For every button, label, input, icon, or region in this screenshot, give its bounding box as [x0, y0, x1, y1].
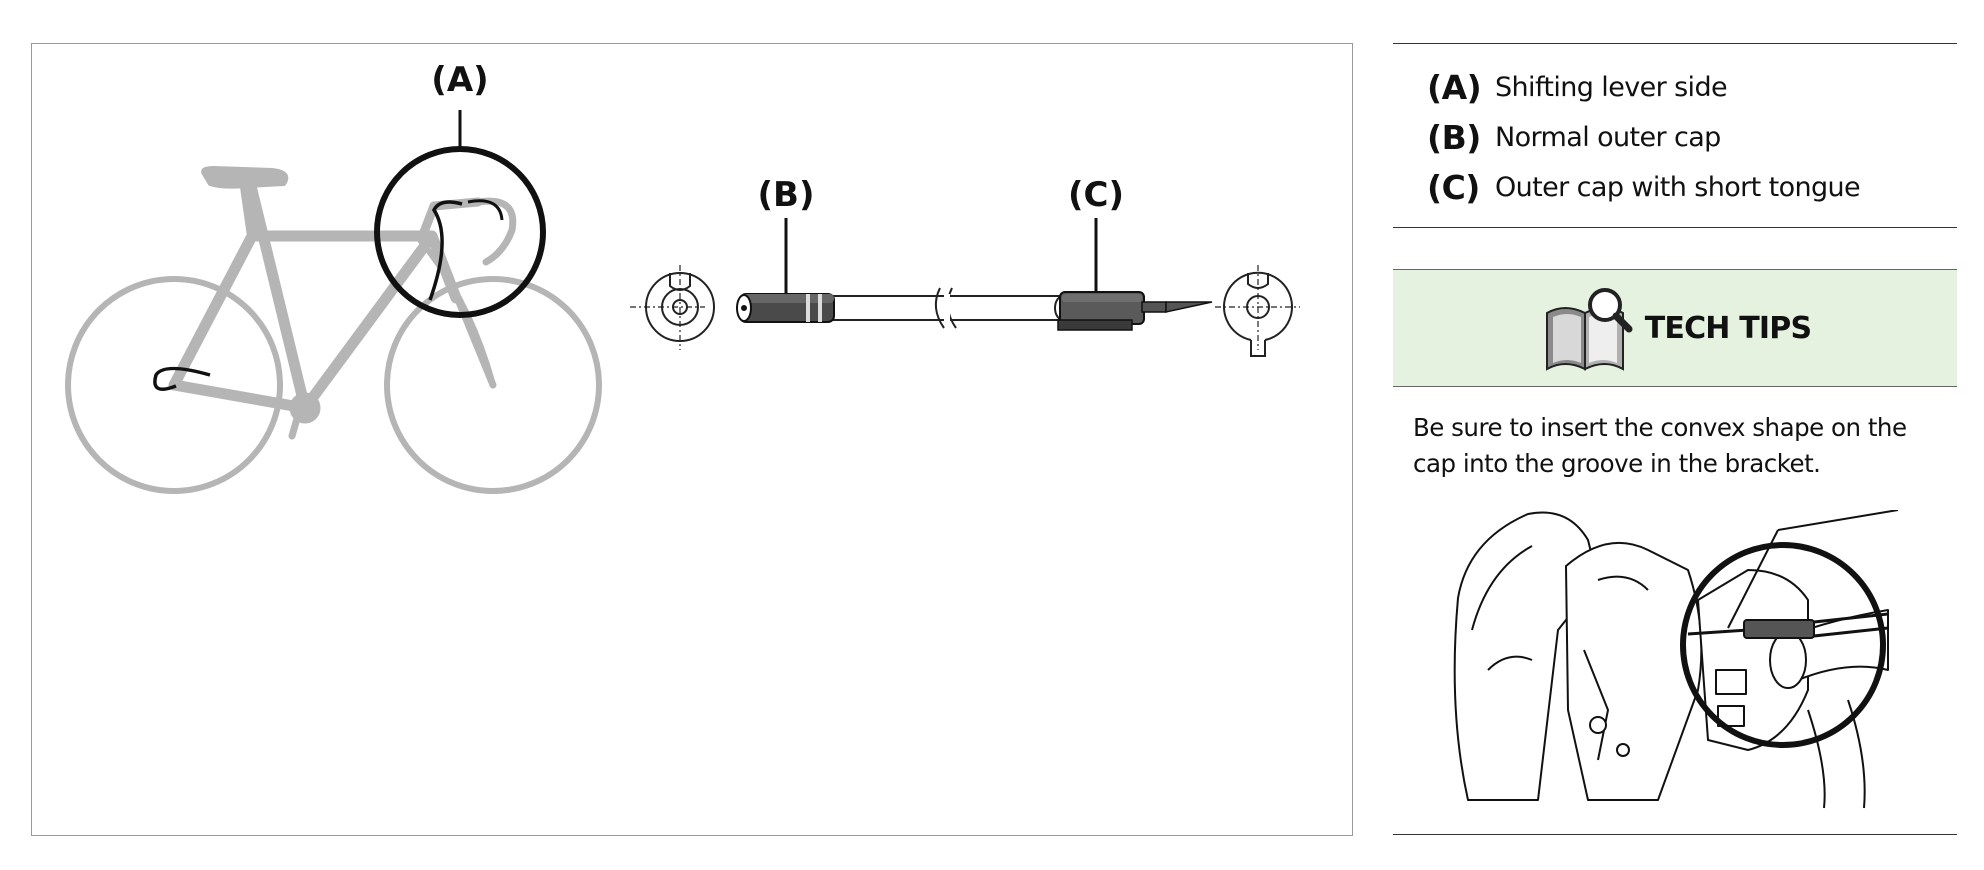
bottom-rule [1393, 834, 1957, 835]
legend-key: (B) [1427, 117, 1481, 157]
front-wheel [384, 276, 602, 494]
outer-cap-normal [736, 293, 835, 323]
bracket-groove-icon [1215, 265, 1300, 357]
cable-installation-illustration: (A) (B) (C) [65, 60, 1300, 494]
rear-derailleur-cable [153, 366, 211, 391]
outer-casing [829, 287, 1064, 329]
tech-tips-body: Be sure to insert the convex shape on th… [1413, 413, 1907, 478]
outer-cap-short-tongue [1054, 291, 1213, 331]
callout-label-c: (C) [1068, 175, 1124, 215]
saddle [201, 166, 289, 189]
legend-key: (C) [1427, 167, 1480, 207]
top-rule [1393, 43, 1957, 44]
legend-item: (C) Outer cap with short tongue [1427, 162, 1861, 212]
lever-cable [428, 200, 463, 301]
legend-text: Normal outer cap [1495, 121, 1721, 153]
legend-list: (A) Shifting lever side (B) Normal outer… [1427, 62, 1861, 212]
book-magnifier-icon [1545, 288, 1633, 371]
bicycle-illustration [65, 166, 602, 494]
bicycle-frame [168, 184, 462, 414]
tech-tips-title: TECH TIPS [1644, 310, 1812, 346]
tech-tips-header: TECH TIPS [1393, 269, 1957, 387]
sidebar: (A) Shifting lever side (B) Normal outer… [1393, 0, 1957, 870]
legend-key: (A) [1427, 67, 1482, 107]
legend-item: (A) Shifting lever side [1427, 62, 1860, 112]
zoom-circle-bracket [1680, 542, 1886, 748]
illustration-frame [31, 43, 1353, 836]
bracket-normal-icon [630, 265, 715, 350]
callout-label-a: (A) [431, 60, 488, 100]
shift-lever-illustration [1453, 510, 1899, 809]
rear-wheel [65, 276, 283, 494]
legend-item: (B) Normal outer cap [1427, 112, 1860, 162]
legend-text: Shifting lever side [1495, 71, 1728, 103]
legend-text: Outer cap with short tongue [1495, 171, 1861, 203]
legend-bottom-rule [1393, 227, 1957, 228]
callout-label-b: (B) [758, 175, 815, 215]
